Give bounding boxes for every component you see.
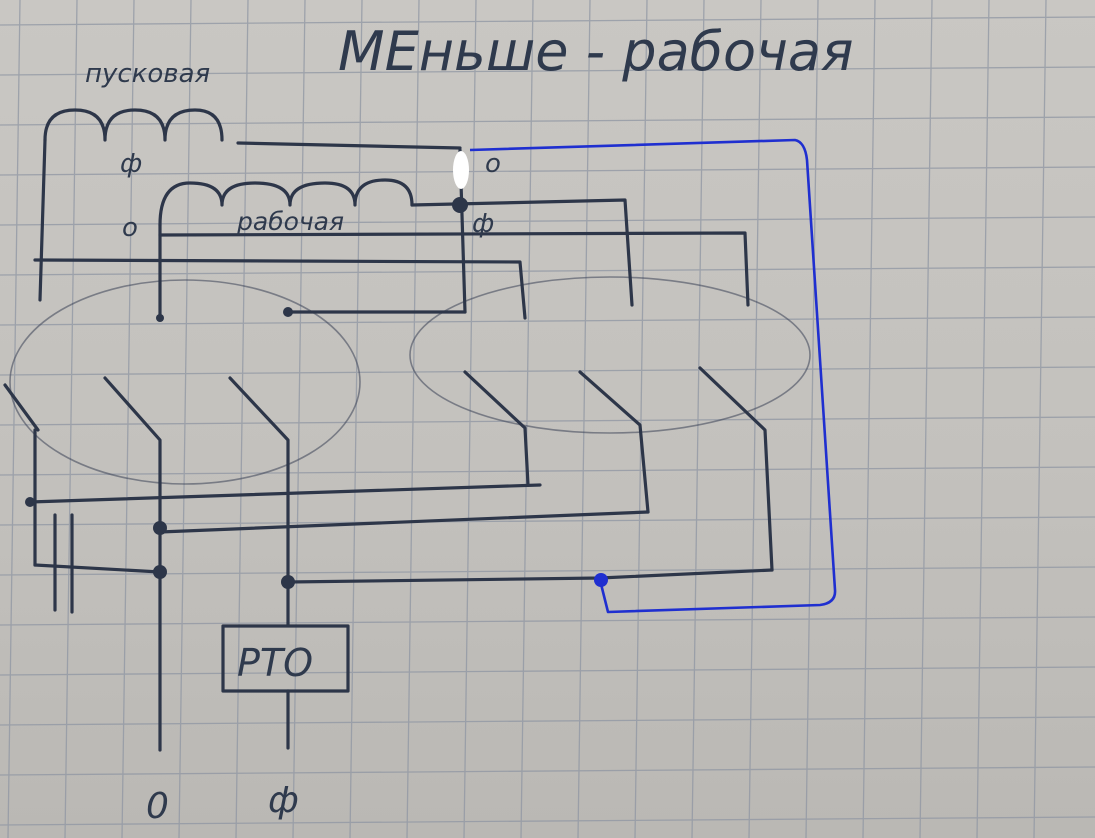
start-winding-right-lead xyxy=(236,141,462,150)
grid-line-horizontal xyxy=(0,66,1095,76)
grid-line-horizontal xyxy=(0,466,1095,476)
grid-line-horizontal xyxy=(0,566,1095,576)
grid-line-vertical xyxy=(178,0,192,838)
grid-line-horizontal xyxy=(0,666,1095,676)
relay-box xyxy=(221,624,350,693)
grid-line-vertical xyxy=(121,0,135,838)
junction-dot xyxy=(25,497,35,507)
grid-line-vertical xyxy=(634,0,648,838)
grid-line-horizontal xyxy=(0,216,1095,226)
bottom-phase-label: ф xyxy=(268,780,299,821)
grid-line-horizontal xyxy=(0,266,1095,276)
junction-dot xyxy=(283,307,293,317)
added-blue-wire xyxy=(469,138,837,614)
erased-mark xyxy=(453,151,469,189)
work-winding-right-lead xyxy=(410,198,634,307)
switch-group-ellipse-right xyxy=(409,276,811,434)
grid-line-horizontal xyxy=(0,16,1095,26)
junction-dot xyxy=(156,314,164,322)
grid-line-vertical xyxy=(7,0,21,838)
start-winding-label: пусковая xyxy=(85,59,210,89)
grid-line-horizontal xyxy=(0,816,1095,826)
switch-blade-0 xyxy=(3,383,40,432)
grid-line-horizontal xyxy=(0,766,1095,776)
switch-blade-4 xyxy=(578,370,650,514)
junction-dot xyxy=(452,197,468,213)
grid-line-vertical xyxy=(520,0,534,838)
lower-bus-2 xyxy=(158,510,650,534)
grid-line-horizontal xyxy=(0,716,1095,726)
grid-line-vertical xyxy=(406,0,420,838)
junction-dot xyxy=(153,565,167,579)
grid-line-vertical xyxy=(292,0,306,838)
work-phase-label: ф xyxy=(472,209,494,239)
bus-line-2 xyxy=(33,258,527,320)
switch-blade-3 xyxy=(463,370,530,487)
grid-line-vertical xyxy=(235,0,249,838)
lower-bus-1 xyxy=(28,483,542,504)
blue-junction-dot xyxy=(594,573,608,587)
top-right-zero-label: о xyxy=(485,149,501,179)
grid-line-vertical xyxy=(64,0,78,838)
grid-line-horizontal xyxy=(0,166,1095,176)
work-winding-label: рабочая xyxy=(236,207,344,236)
junction-dot xyxy=(281,575,295,589)
grid-line-vertical xyxy=(691,0,705,838)
switch-group-ellipse-left xyxy=(9,279,361,485)
grid-line-horizontal xyxy=(0,316,1095,326)
start-phase-label: ф xyxy=(120,149,142,179)
grid-line-vertical xyxy=(577,0,591,838)
switch-blade-1 xyxy=(103,376,162,752)
capacitor-symbol xyxy=(53,513,74,614)
relay-label: РТО xyxy=(237,641,313,685)
grid-line-horizontal xyxy=(0,516,1095,526)
grid-line-vertical xyxy=(1033,0,1047,838)
start-winding-coil xyxy=(43,108,224,142)
switch-blade-5 xyxy=(698,366,774,572)
grid-line-vertical xyxy=(463,0,477,838)
grid-line-vertical xyxy=(976,0,990,838)
grid-line-vertical xyxy=(349,0,363,838)
grid-line-horizontal xyxy=(0,366,1095,376)
diagram-title: МЕньше - рабочая xyxy=(338,20,853,83)
bottom-zero-label: 0 xyxy=(146,786,169,827)
grid-line-horizontal xyxy=(0,416,1095,426)
grid-line-horizontal xyxy=(0,616,1095,626)
work-zero-label: о xyxy=(122,213,138,243)
grid-line-horizontal xyxy=(0,116,1095,126)
work-winding-coil xyxy=(158,178,414,227)
bus-line-1 xyxy=(158,231,750,307)
start-winding-left-lead xyxy=(38,138,47,302)
grid-line-vertical xyxy=(919,0,933,838)
switch-blade-2 xyxy=(228,376,290,627)
junction-dot xyxy=(153,521,167,535)
